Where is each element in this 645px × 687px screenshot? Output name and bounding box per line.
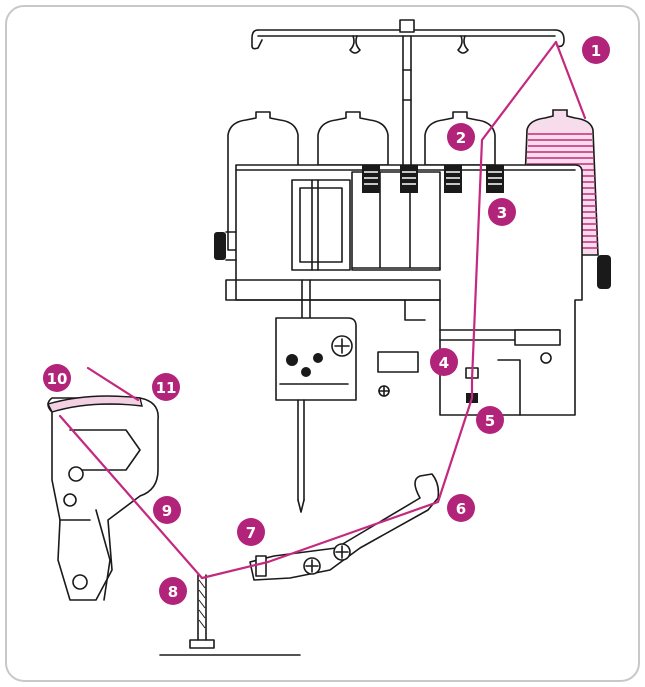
step-badge-circle [488,198,516,226]
step-badge-circle [159,577,187,605]
step-badge-circle [582,36,610,64]
machine-body [214,164,611,416]
step-badge-label: 1 [591,42,601,60]
step-badge-3: 3 [488,198,516,226]
step-badge-9: 9 [153,496,181,524]
step-badge-circle [447,123,475,151]
step-badge-label: 10 [47,370,68,388]
step-badge-label: 7 [246,524,256,542]
step-badges: 1 2 3 4 5 6 7 8 9 10 11 [43,36,610,605]
step-badge-1: 1 [582,36,610,64]
tension-dial-3 [444,165,462,193]
step-badge-label: 2 [456,129,466,147]
step-badge-label: 6 [456,500,466,518]
thread-cone-2 [317,111,389,166]
step-badge-circle [476,406,504,434]
lower-looper-arm [249,473,440,581]
thread-stand [251,19,565,181]
step-badge-label: 9 [162,502,172,520]
step-badge-label: 8 [168,583,178,601]
thread-path [58,40,587,580]
step-badge-2: 2 [447,123,475,151]
lower-looper-eye [159,574,301,656]
step-badge-label: 3 [497,204,507,222]
step-badge-8: 8 [159,577,187,605]
step-badge-4: 4 [430,348,458,376]
step-badge-label: 5 [485,412,495,430]
step-badge-6: 6 [447,494,475,522]
step-badge-circle [43,364,71,392]
looper-assembly [46,395,159,601]
step-badge-10: 10 [43,364,71,392]
tension-dial-4 [486,165,504,193]
step-badge-label: 4 [439,354,449,372]
step-badge-7: 7 [237,518,265,546]
step-badge-circle [237,518,265,546]
step-badge-11: 11 [152,373,180,401]
tension-dial-2 [400,165,418,193]
tension-dial-1 [362,165,380,193]
step-badge-circle [430,348,458,376]
step-badge-circle [447,494,475,522]
step-badge-circle [152,373,180,401]
presser-foot [275,279,357,513]
step-badge-label: 11 [156,379,177,397]
step-badge-circle [153,496,181,524]
step-badge-5: 5 [476,406,504,434]
